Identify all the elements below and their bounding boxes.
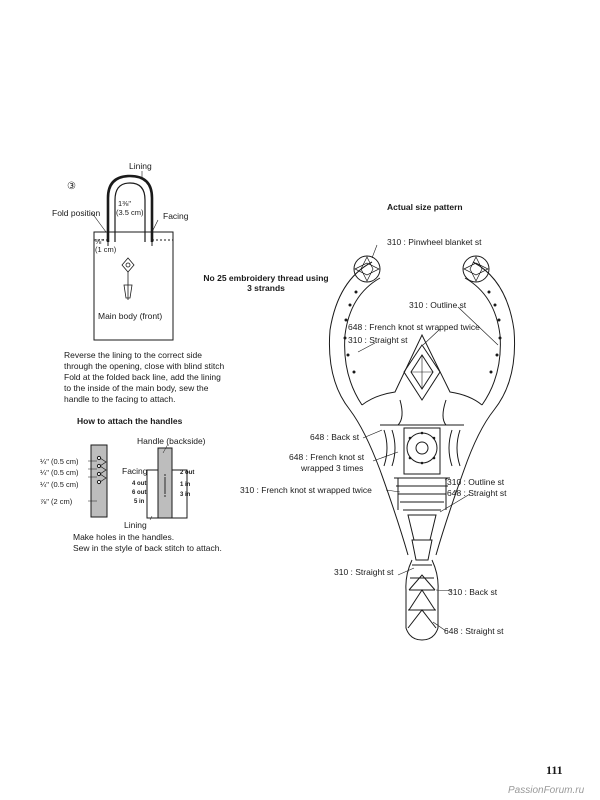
instruction-line: handle to the facing to attach. (64, 394, 176, 404)
handle-measure: ⅞" (2 cm) (40, 497, 73, 506)
label-french-3-b: wrapped 3 times (301, 463, 364, 473)
stitch-step: 1 in (180, 482, 191, 488)
label-outline-1: 310 : Outline st (409, 300, 467, 310)
tote-bag-diagram (91, 171, 174, 341)
label-pinwheel: 310 : Pinwheel blanket st (387, 237, 482, 247)
stitch-step: 3 in (180, 492, 191, 498)
page-number: 111 (546, 763, 563, 777)
racket-pattern (328, 244, 516, 641)
instruction-line: to the inside of the main body, sew the (64, 383, 209, 393)
pattern-title: Actual size pattern (387, 202, 463, 212)
stitch-step: 6 out (132, 490, 147, 496)
bag-motif (121, 257, 135, 300)
handles-note-line: Make holes in the handles. (73, 532, 175, 542)
label-french-twice-310: 310 : French knot st wrapped twice (240, 485, 372, 495)
fold-measure-cm: (1 cm) (95, 245, 117, 254)
handle-measure: ¼" (0.5 cm) (40, 480, 79, 489)
label-straight-310-a: 310 : Straight st (348, 335, 408, 345)
step-number: ③ (67, 181, 76, 192)
label-straight-310-b: 310 : Straight st (334, 567, 394, 577)
facing-measure-inch: 1⅜" (118, 199, 132, 208)
fold-measure-inch: ⅜" (95, 237, 104, 246)
stitch-step: 5 in (134, 499, 145, 505)
handles-note: Make holes in the handles. Sew in the st… (73, 532, 222, 554)
handle-measure: ¼" (0.5 cm) (40, 457, 79, 466)
main-body-label: Main body (front) (98, 311, 163, 321)
label-straight-648-b: 648 : Straight st (444, 626, 504, 636)
handle-facing-label: Facing (122, 466, 148, 476)
instruction-line: Reverse the lining to the correct side (64, 350, 202, 360)
label-back-310: 310 : Back st (448, 587, 498, 597)
handle-lining-label: Lining (124, 520, 147, 530)
instructions-text: Reverse the lining to the correct side t… (64, 350, 224, 405)
label-french-3-a: 648 : French knot st (289, 452, 365, 462)
label-outline-2: 310 : Outline st (447, 477, 505, 487)
handle-attach-diagram (88, 443, 188, 521)
label-french-twice-648: 648 : French knot st wrapped twice (348, 322, 480, 332)
bag-facing-label: Facing (163, 211, 189, 221)
watermark: PassionForum.ru (508, 785, 585, 796)
label-back-648: 648 : Back st (310, 432, 360, 442)
instruction-line: through the opening, close with blind st… (64, 361, 225, 371)
instruction-line: Fold at the folded back line, add the li… (64, 372, 221, 382)
facing-measure-cm: (3.5 cm) (116, 208, 144, 217)
label-straight-648-a: 648 : Straight st (447, 488, 507, 498)
bag-lining-label: Lining (129, 161, 152, 171)
handle-backside-label: Handle (backside) (137, 436, 206, 446)
thread-note-line: No 25 embroidery thread using (203, 273, 329, 283)
handle-measure: ¼" (0.5 cm) (40, 468, 79, 477)
thread-note-line: 3 strands (247, 283, 285, 293)
fold-position-label: Fold position (52, 208, 101, 218)
handles-note-line: Sew in the style of back stitch to attac… (73, 543, 222, 553)
stitch-step: 2 out (180, 470, 195, 476)
stitch-step: 4 out (132, 481, 147, 487)
handles-section-title: How to attach the handles (77, 416, 183, 426)
thread-note: No 25 embroidery thread using 3 strands (202, 273, 330, 293)
